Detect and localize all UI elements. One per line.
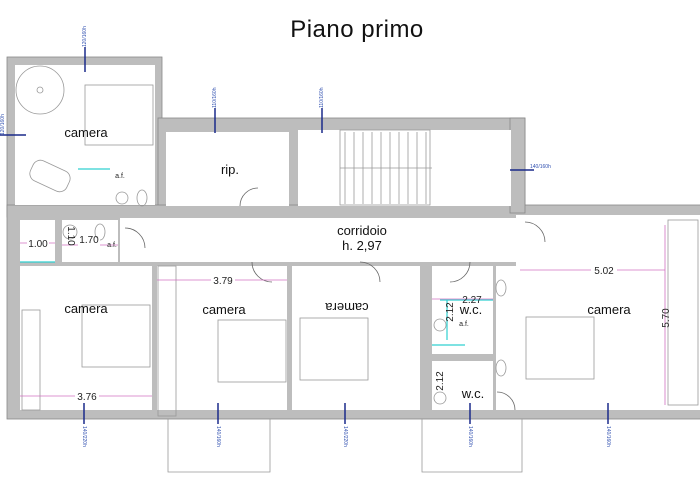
bed xyxy=(525,316,595,380)
balconies xyxy=(167,419,523,473)
dimension-label: 2.12 xyxy=(435,371,446,391)
window-size-label: 120/160h xyxy=(0,114,6,135)
window-size-label: 140/160h xyxy=(215,426,221,447)
dimension-label: 2.12 xyxy=(445,302,456,322)
bed xyxy=(299,317,369,381)
window-size-label: 110/160h xyxy=(212,87,218,108)
dimension-label: 2.27 xyxy=(462,295,482,306)
bed xyxy=(217,319,287,383)
room-label-wc: w.c. xyxy=(461,386,484,401)
furniture xyxy=(21,84,699,417)
corridoio-height: h. 2,97 xyxy=(342,238,382,253)
dimension-label: 3.79 xyxy=(213,276,233,287)
staircase xyxy=(339,129,432,206)
wardrobe xyxy=(21,309,41,411)
room-areas xyxy=(15,65,700,410)
fixture-label: a.f. xyxy=(115,173,125,180)
dimension-label: 1.10 xyxy=(65,226,76,246)
window-size-label: 110/160h xyxy=(319,87,325,108)
room-label-camera: camera xyxy=(64,301,108,316)
room-label-camera: camera xyxy=(202,302,246,317)
room-label-ripostiglio: rip. xyxy=(221,162,239,177)
window-size-label: 140/160h xyxy=(530,164,551,170)
dimension-label: 3.76 xyxy=(77,392,97,403)
fixture-label: a.f. xyxy=(459,321,469,328)
bathtub xyxy=(29,159,71,193)
windows: 120/160h 120/160h 110/160h 110/160h 140/160h… xyxy=(0,26,611,447)
window-size-label: 140/160h xyxy=(467,426,473,447)
spiral-staircase xyxy=(15,65,65,115)
wardrobe xyxy=(667,219,699,406)
plan-title: Piano primo xyxy=(290,16,424,43)
room-label-wc: w.c. xyxy=(459,302,482,317)
bed xyxy=(84,84,154,146)
window-size-label: 140/160h xyxy=(605,426,611,447)
window-size-label: 120/160h xyxy=(82,26,88,47)
window-size-label: 140/220h xyxy=(342,426,348,447)
room-label-camera: camera xyxy=(587,302,631,317)
doors xyxy=(124,187,546,411)
wardrobe xyxy=(157,265,177,417)
dimension-label: 1.00 xyxy=(28,239,48,250)
room-label-camera: camera xyxy=(64,125,108,140)
dimension-label: 5.02 xyxy=(594,266,614,277)
bed xyxy=(81,304,151,368)
window-size-label: 140/220h xyxy=(81,426,87,447)
dimension-label: 5.70 xyxy=(661,308,672,328)
room-label-camera-inverted: camera xyxy=(325,300,369,315)
dimension-label: 1.70 xyxy=(79,235,99,246)
room-label-corridoio: corridoio xyxy=(337,223,387,238)
fixture-label: a.f. xyxy=(107,242,117,249)
plumbing-lines xyxy=(20,168,493,346)
